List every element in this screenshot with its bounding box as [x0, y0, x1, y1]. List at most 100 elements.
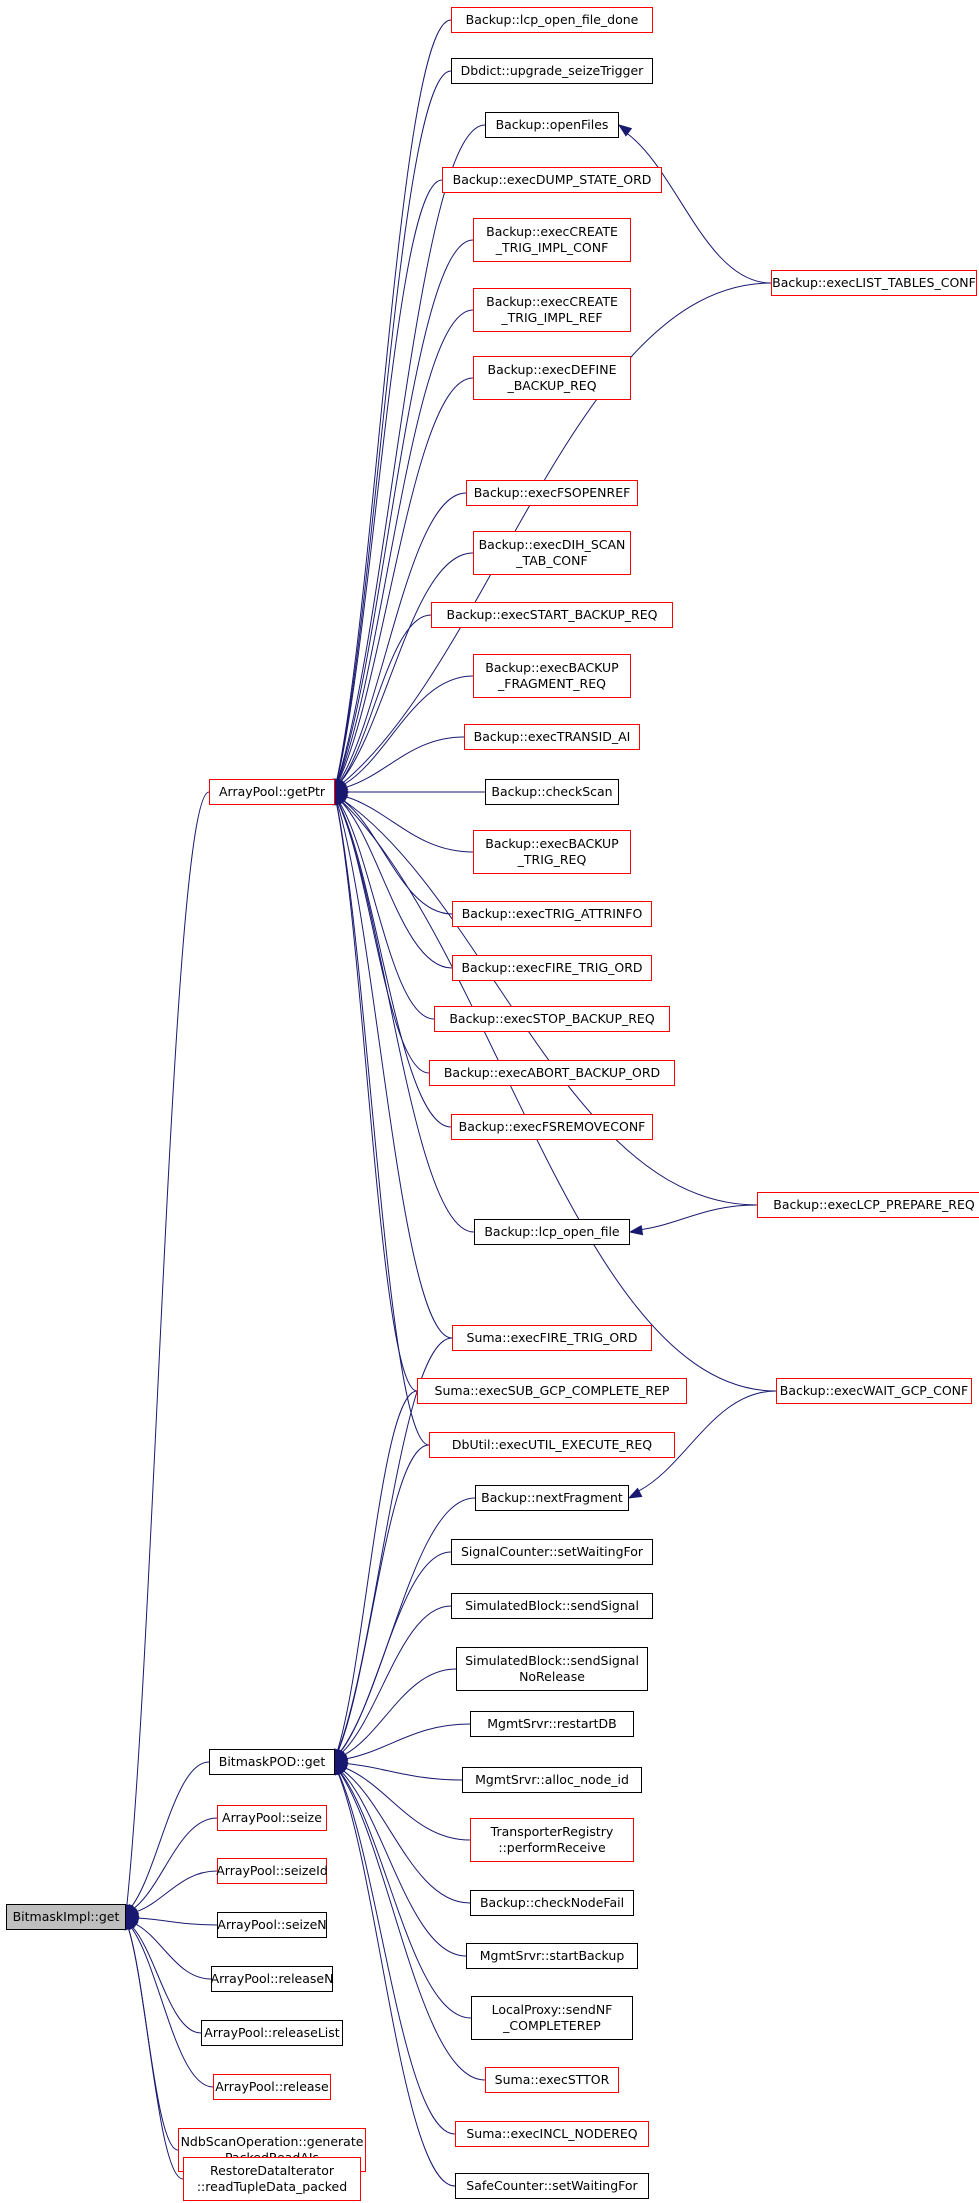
edge-create-trig-ref-to-get-ptr	[337, 309, 474, 781]
node-seize[interactable]: ArrayPool::seize	[217, 1805, 327, 1831]
node-safe-counter[interactable]: SafeCounter::setWaitingFor	[455, 2173, 649, 2199]
edge-trig-attr-to-get-ptr	[343, 800, 453, 915]
arrowhead	[627, 1487, 643, 1499]
node-lcp-open-file[interactable]: Backup::lcp_open_file	[474, 1219, 630, 1245]
edge-wait-gcp-to-next-frag	[638, 1390, 777, 1492]
edge-lcp-prepare-to-get-ptr	[343, 799, 758, 1206]
edge-seize-n-to-root	[137, 1917, 218, 1926]
edge-lcp-open-file-to-get-ptr	[338, 803, 475, 1233]
edge-list-tables-to-open-files	[627, 133, 772, 284]
node-dih-scan[interactable]: Backup::execDIH_SCAN _TAB_CONF	[473, 531, 631, 575]
node-next-frag[interactable]: Backup::nextFragment	[475, 1485, 629, 1511]
node-send-signal-nr[interactable]: SimulatedBlock::sendSignal NoRelease	[456, 1647, 648, 1691]
edge-suma-sub-gcp-to-bpod-get	[337, 1390, 418, 1751]
node-backup-trig[interactable]: Backup::execBACKUP _TRIG_REQ	[473, 830, 631, 874]
arrowhead	[617, 124, 633, 137]
edge-define-backup-to-get-ptr	[338, 377, 474, 781]
node-get-ptr[interactable]: ArrayPool::getPtr	[209, 779, 335, 805]
edge-transid-ai-to-get-ptr	[345, 736, 465, 788]
node-fs-remove[interactable]: Backup::execFSREMOVECONF	[451, 1114, 653, 1140]
node-send-signal[interactable]: SimulatedBlock::sendSignal	[451, 1593, 653, 1619]
edge-check-node-fail-to-bpod-get	[342, 1770, 471, 1904]
node-backup-frag[interactable]: Backup::execBACKUP _FRAGMENT_REQ	[473, 654, 631, 698]
edge-restart-db-to-bpod-get	[346, 1723, 471, 1760]
node-root: BitmaskImpl::get	[6, 1904, 126, 1930]
edge-suma-incl-to-bpod-get	[338, 1773, 456, 2135]
edge-dump-state-to-get-ptr	[336, 179, 443, 781]
node-fire-trig[interactable]: Backup::execFIRE_TRIG_ORD	[452, 955, 652, 981]
node-list-tables[interactable]: Backup::execLIST_TABLES_CONF	[771, 270, 977, 296]
node-seize-n[interactable]: ArrayPool::seizeN	[217, 1912, 327, 1938]
edge-start-backup-to-get-ptr	[340, 614, 432, 782]
edge-alloc-node-to-bpod-get	[346, 1763, 463, 1781]
edge-dbdict-upgrade-to-get-ptr	[336, 70, 452, 781]
edge-stop-backup-to-get-ptr	[339, 802, 435, 1020]
node-sig-counter[interactable]: SignalCounter::setWaitingFor	[451, 1539, 653, 1565]
edge-restore-data-to-root	[128, 1928, 184, 2180]
node-start-backup[interactable]: Backup::execSTART_BACKUP_REQ	[431, 602, 673, 628]
edge-open-files-to-get-ptr	[337, 124, 486, 781]
node-alloc-node[interactable]: MgmtSrvr::alloc_node_id	[462, 1767, 642, 1793]
node-check-node-fail[interactable]: Backup::checkNodeFail	[470, 1890, 634, 1916]
node-suma-incl[interactable]: Suma::execINCL_NODEREQ	[455, 2121, 649, 2147]
node-release-list[interactable]: ArrayPool::releaseList	[201, 2020, 343, 2046]
edge-lcp-open-file-done-to-get-ptr	[336, 19, 452, 781]
node-dump-state[interactable]: Backup::execDUMP_STATE_ORD	[442, 167, 662, 193]
node-restore-data[interactable]: RestoreDataIterator ::readTupleData_pack…	[183, 2157, 361, 2201]
node-release-n[interactable]: ArrayPool::releaseN	[211, 1966, 333, 1992]
node-open-files[interactable]: Backup::openFiles	[485, 112, 619, 138]
edge-trans-reg-to-bpod-get	[345, 1767, 471, 1841]
node-lcp-open-file-done[interactable]: Backup::lcp_open_file_done	[451, 7, 653, 33]
node-create-trig-ref[interactable]: Backup::execCREATE _TRIG_IMPL_REF	[473, 288, 631, 332]
edge-fs-open-ref-to-get-ptr	[339, 492, 467, 782]
edge-suma-fire-to-get-ptr	[337, 803, 453, 1339]
node-release[interactable]: ArrayPool::release	[213, 2074, 331, 2100]
edge-mgm-start-backup-to-bpod-get	[341, 1771, 467, 1957]
edge-get-ptr-to-root	[126, 791, 210, 1906]
edge-send-signal-to-bpod-get	[341, 1605, 452, 1753]
node-trans-reg[interactable]: TransporterRegistry ::performReceive	[470, 1818, 634, 1862]
node-create-trig-conf[interactable]: Backup::execCREATE _TRIG_IMPL_CONF	[473, 218, 631, 262]
edge-fire-trig-to-get-ptr	[341, 801, 453, 969]
node-mgm-start-backup[interactable]: MgmtSrvr::startBackup	[466, 1943, 638, 1969]
node-bpod-get[interactable]: BitmaskPOD::get	[209, 1749, 335, 1775]
node-stop-backup[interactable]: Backup::execSTOP_BACKUP_REQ	[434, 1006, 670, 1032]
edge-create-trig-conf-to-get-ptr	[337, 239, 474, 781]
node-wait-gcp[interactable]: Backup::execWAIT_GCP_CONF	[776, 1378, 972, 1404]
node-lcp-prepare[interactable]: Backup::execLCP_PREPARE_REQ	[757, 1192, 979, 1218]
edge-local-proxy-to-bpod-get	[340, 1772, 472, 2019]
node-local-proxy[interactable]: LocalProxy::sendNF _COMPLETEREP	[471, 1996, 633, 2040]
edge-send-signal-nr-to-bpod-get	[344, 1668, 457, 1756]
node-dbdict-upgrade[interactable]: Dbdict::upgrade_seizeTrigger	[451, 58, 653, 84]
edge-fs-remove-to-get-ptr	[338, 803, 452, 1128]
edge-release-to-root	[131, 1927, 214, 2088]
edge-suma-sub-gcp-to-get-ptr	[336, 803, 418, 1392]
arrowhead	[628, 1224, 644, 1236]
edge-lcp-prepare-to-lcp-open-file	[641, 1204, 758, 1230]
edge-dbutil-to-get-ptr	[336, 803, 430, 1446]
edge-sig-counter-to-bpod-get	[340, 1551, 452, 1752]
edge-release-n-to-root	[135, 1923, 212, 1980]
node-seize-id[interactable]: ArrayPool::seizeId	[216, 1858, 328, 1884]
node-suma-sttor[interactable]: Suma::execSTTOR	[485, 2067, 619, 2093]
edge-seize-to-root	[133, 1817, 218, 1909]
edge-wait-gcp-to-get-ptr	[341, 801, 777, 1392]
edge-safe-counter-to-bpod-get	[337, 1773, 456, 2187]
node-dbutil[interactable]: DbUtil::execUTIL_EXECUTE_REQ	[429, 1432, 675, 1458]
node-suma-sub-gcp[interactable]: Suma::execSUB_GCP_COMPLETE_REP	[417, 1378, 687, 1404]
edge-seize-id-to-root	[136, 1870, 218, 1913]
node-trig-attr[interactable]: Backup::execTRIG_ATTRINFO	[452, 901, 652, 927]
node-restart-db[interactable]: MgmtSrvr::restartDB	[470, 1711, 634, 1737]
edge-dbutil-to-bpod-get	[337, 1444, 430, 1751]
node-abort-backup[interactable]: Backup::execABORT_BACKUP_ORD	[429, 1060, 675, 1086]
edge-bpod-get-to-root	[131, 1761, 210, 1907]
node-check-scan[interactable]: Backup::checkScan	[485, 779, 619, 805]
node-transid-ai[interactable]: Backup::execTRANSID_AI	[464, 724, 640, 750]
edge-release-list-to-root	[132, 1926, 202, 2034]
node-define-backup[interactable]: Backup::execDEFINE _BACKUP_REQ	[473, 356, 631, 400]
edge-dih-scan-to-get-ptr	[340, 552, 474, 782]
node-fs-open-ref[interactable]: Backup::execFSOPENREF	[466, 480, 638, 506]
node-suma-fire[interactable]: Suma::execFIRE_TRIG_ORD	[452, 1325, 652, 1351]
